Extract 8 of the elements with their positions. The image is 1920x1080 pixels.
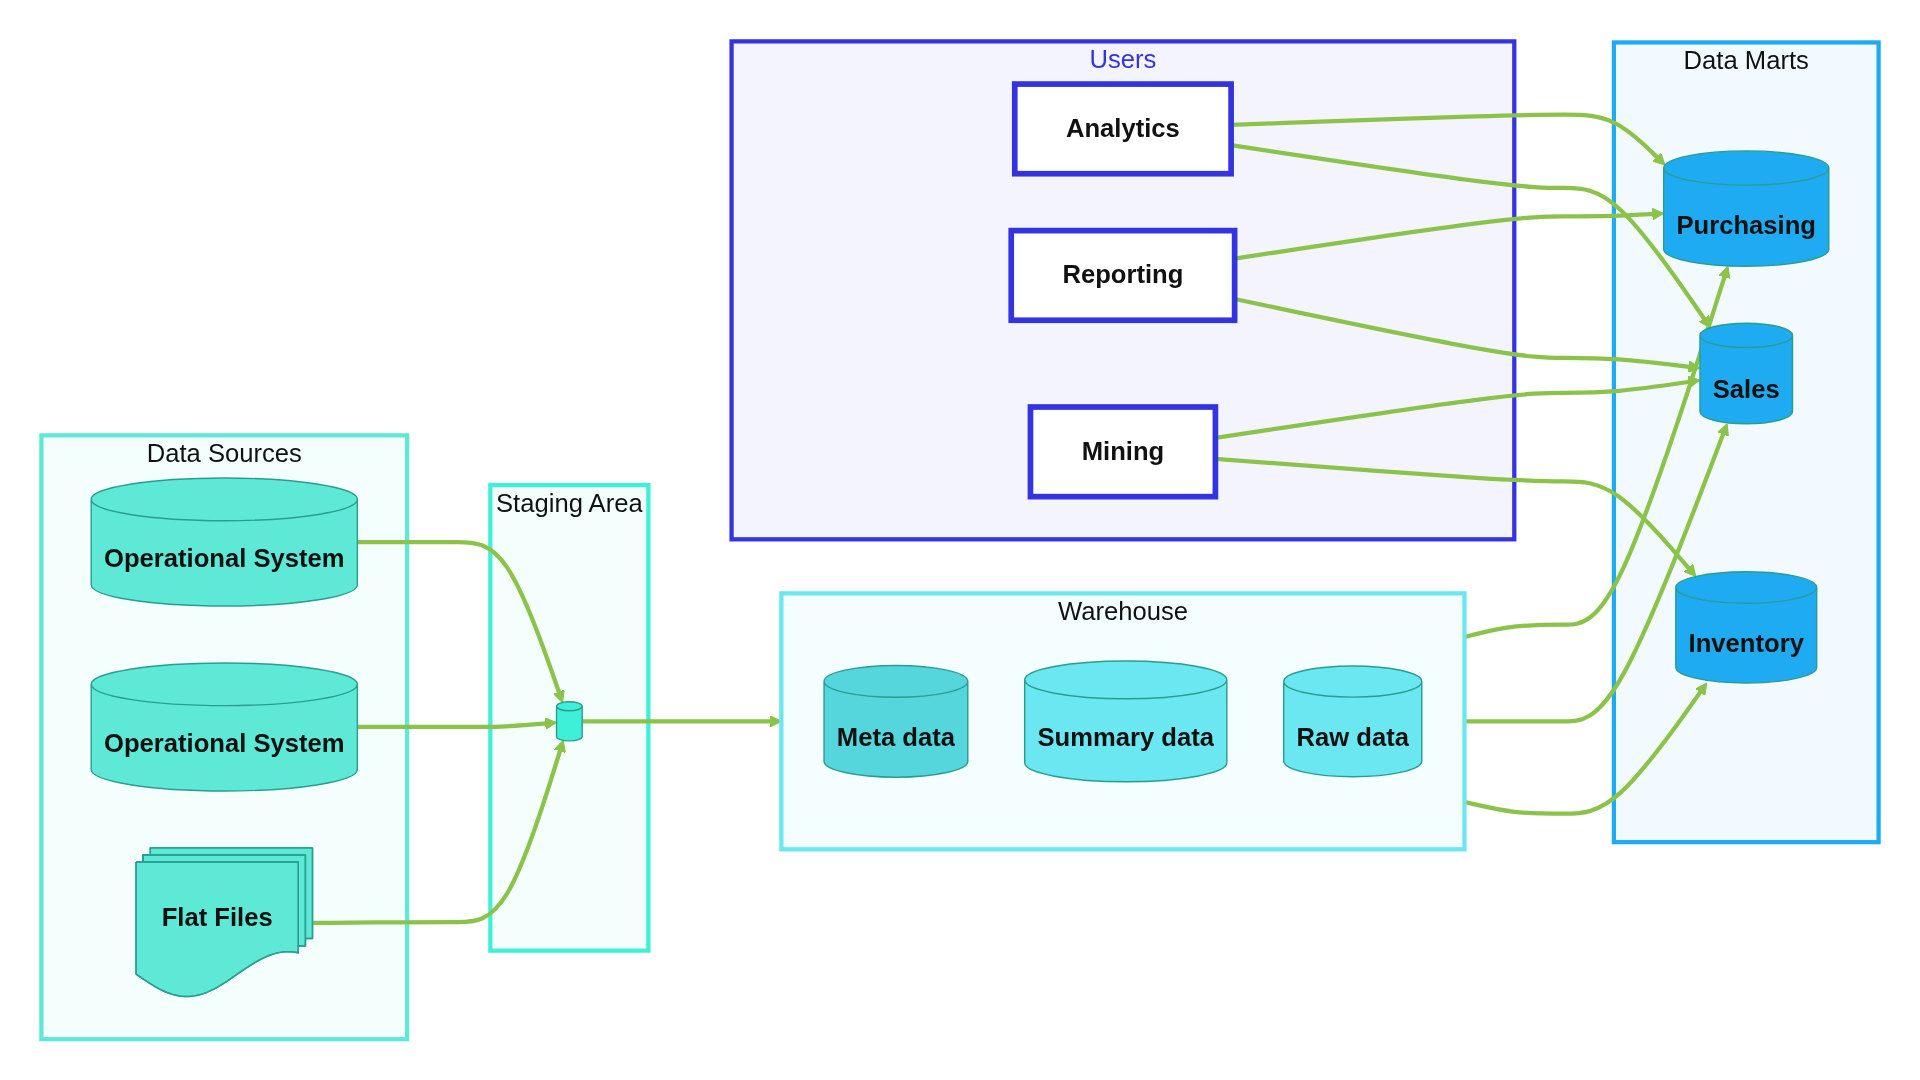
arrow <box>357 716 558 730</box>
node-box: Mining <box>1027 403 1219 500</box>
cluster: Staging Area <box>488 482 651 953</box>
node-cylinder <box>555 700 583 742</box>
node-box: Analytics <box>1011 80 1234 177</box>
arrow <box>313 739 566 925</box>
arrow <box>357 539 565 703</box>
node-box: Reporting <box>1008 227 1238 323</box>
